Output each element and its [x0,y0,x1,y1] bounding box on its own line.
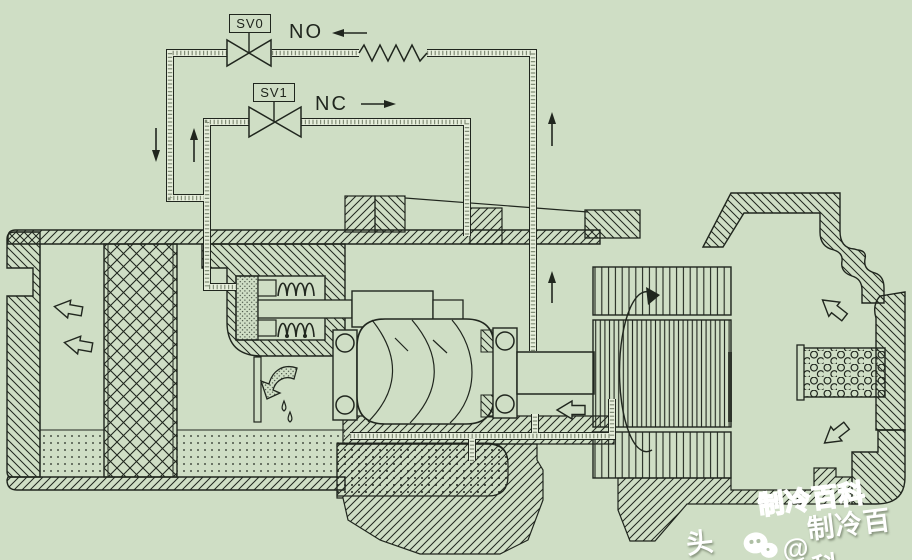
bearing-ball [335,395,355,415]
spring [277,282,315,297]
oil-droplet [281,399,287,412]
capacity-piston-assembly [235,275,353,341]
suction-strainer [796,344,886,401]
oil-droplet [287,410,293,423]
spring [277,322,315,338]
gas-flow-arrow [52,296,85,321]
vessel-top-plate [7,229,601,245]
sv0-tag: SV0 [229,14,271,33]
oil-separator-vessel [6,229,601,497]
normally-closed-label: NC [315,93,348,115]
bearing-ball [495,331,515,351]
demister-pad [103,243,178,478]
motor-base-casting [617,467,853,542]
oil-baffle-plate [253,356,262,423]
corner-block [851,429,906,505]
bearing-ball [495,394,515,414]
vessel-bottom-plate [6,476,346,491]
capillary-restrictor [358,43,428,63]
screw-rotor [356,318,495,425]
solenoid-valve-sv1 [248,101,302,139]
bypass-piping [166,43,616,461]
rotation-arrow [618,291,654,453]
oil-return-arrow [259,366,298,400]
watermark-at: @ [780,531,812,560]
screw-rotor-group [332,318,595,425]
stator-top [592,266,732,316]
suction-inlet-arrow [818,417,853,451]
suction-inlet-arrow [816,292,851,326]
vessel-end-cap [6,231,41,478]
casing-hood [701,192,885,304]
bearing-ball [335,333,355,353]
normally-open-label: NO [289,21,323,43]
watermark-prefix: 头条 [684,526,716,560]
slide-valve-housing [201,195,589,423]
rotor-shaft [516,351,595,395]
suction-end-casing [584,192,906,505]
flow-direction-arrows [152,29,556,303]
solenoid-valve-sv0 [226,32,272,68]
gas-flow-arrow [62,332,95,357]
sv1-tag: SV1 [253,83,295,102]
wechat-bubbles-icon [742,529,783,560]
motor [592,266,732,479]
